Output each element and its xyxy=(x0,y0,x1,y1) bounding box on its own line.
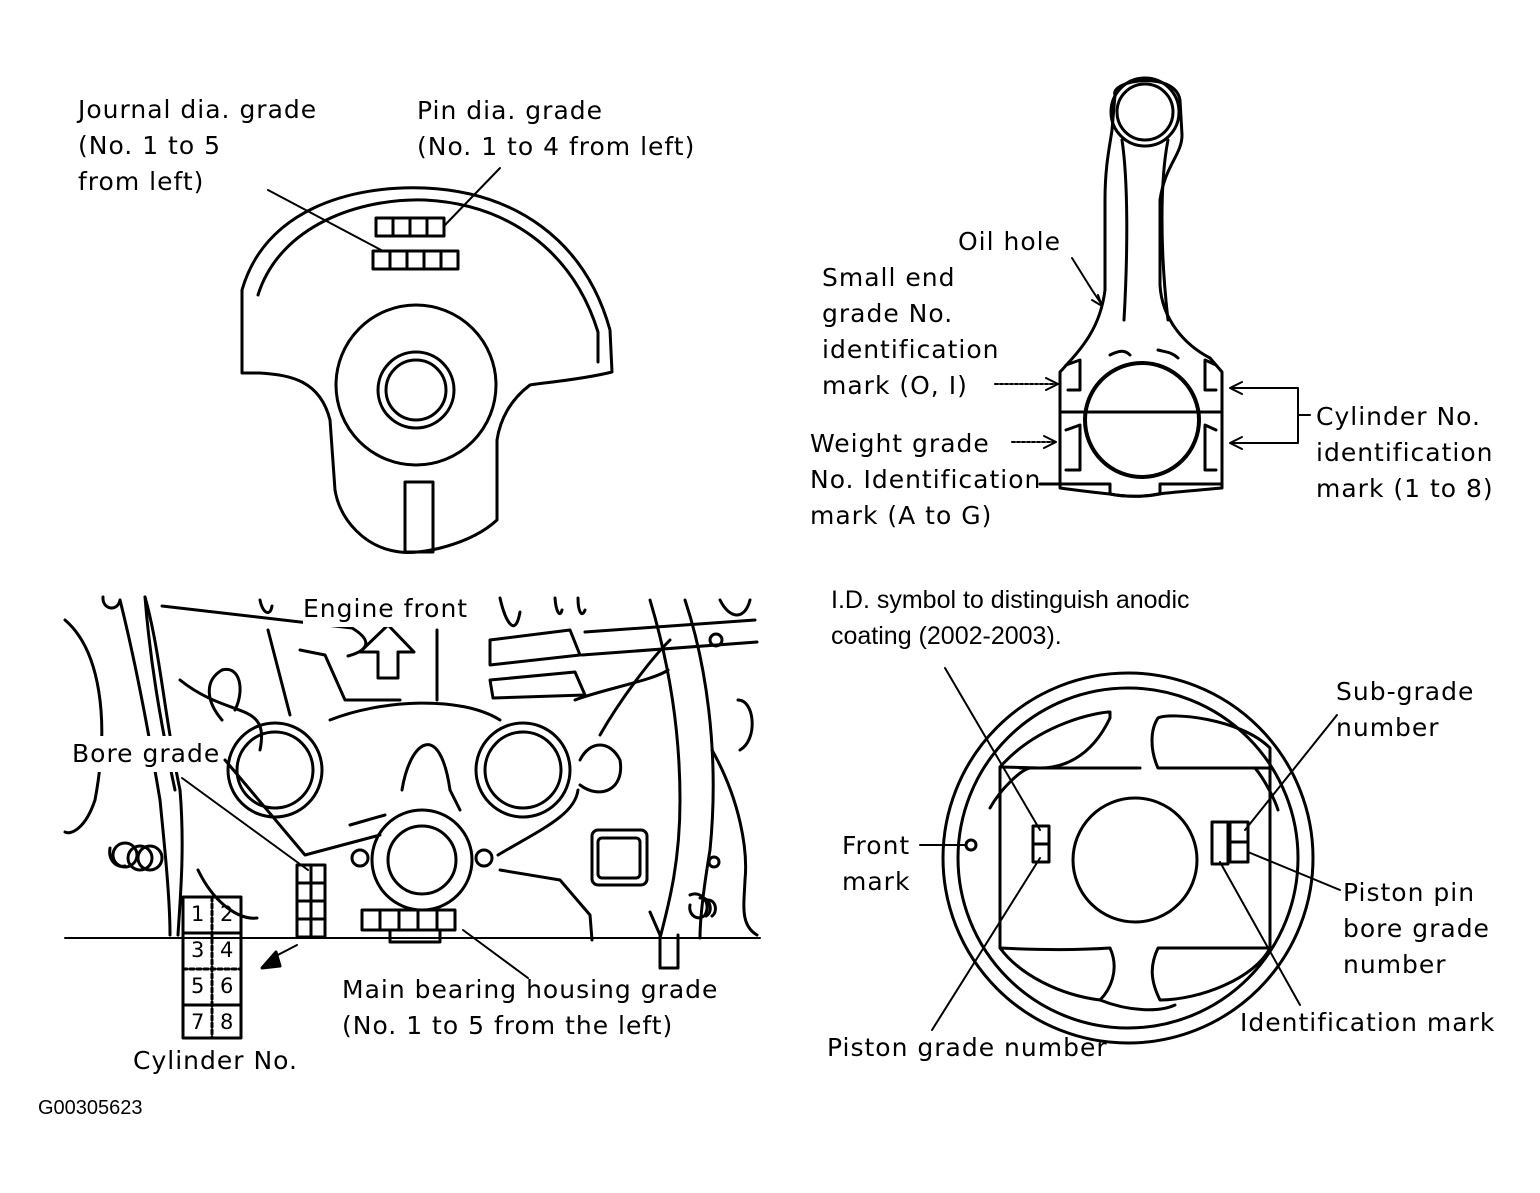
main-bearing-housing-label: Main bearing housing grade (No. 1 to 5 f… xyxy=(342,975,719,1040)
piston-drawing xyxy=(919,667,1341,1045)
oil-hole-label: Oil hole xyxy=(958,227,1061,256)
piston-pin-bore-grade-label: Piston pin bore grade number xyxy=(1343,878,1490,979)
crankshaft-drawing xyxy=(240,167,614,554)
connecting-rod-drawing xyxy=(994,76,1311,498)
cylinder-cell: 1 xyxy=(191,902,205,926)
engine-front-label: Engine front xyxy=(303,591,469,627)
cylinder-cell: 5 xyxy=(191,974,205,998)
cylinder-cell: 7 xyxy=(191,1010,205,1034)
cylinder-cell: 4 xyxy=(220,938,234,962)
weight-grade-label: Weight grade No. Identification mark (A … xyxy=(810,429,1042,530)
sub-grade-number-label: Sub-grade number xyxy=(1336,677,1475,742)
small-end-grade-label: Small end grade No. identification mark … xyxy=(822,263,1000,400)
figure-id: G00305623 xyxy=(38,1097,143,1119)
identification-mark-label: Identification mark xyxy=(1240,1008,1496,1037)
cylinder-id-mark-label: Cylinder No. identification mark (1 to 8… xyxy=(1316,402,1494,503)
id-symbol-anodic-label: I.D. symbol to distinguish anodic coatin… xyxy=(831,586,1190,650)
cylinder-cell: 2 xyxy=(220,902,234,926)
pin-dia-grade-label: Pin dia. grade (No. 1 to 4 from left) xyxy=(417,96,696,161)
cylinder-cell: 8 xyxy=(220,1010,234,1034)
front-mark-label: Front mark xyxy=(842,831,911,896)
cylinder-no-label: Cylinder No. xyxy=(133,1046,298,1075)
journal-dia-grade-label: Journal dia. grade (No. 1 to 5 from left… xyxy=(78,95,318,196)
cylinder-cell: 3 xyxy=(191,938,205,962)
bore-grade-label: Bore grade xyxy=(72,736,221,772)
cylinder-cell: 6 xyxy=(220,974,234,998)
piston-grade-number-label: Piston grade number xyxy=(827,1033,1108,1062)
